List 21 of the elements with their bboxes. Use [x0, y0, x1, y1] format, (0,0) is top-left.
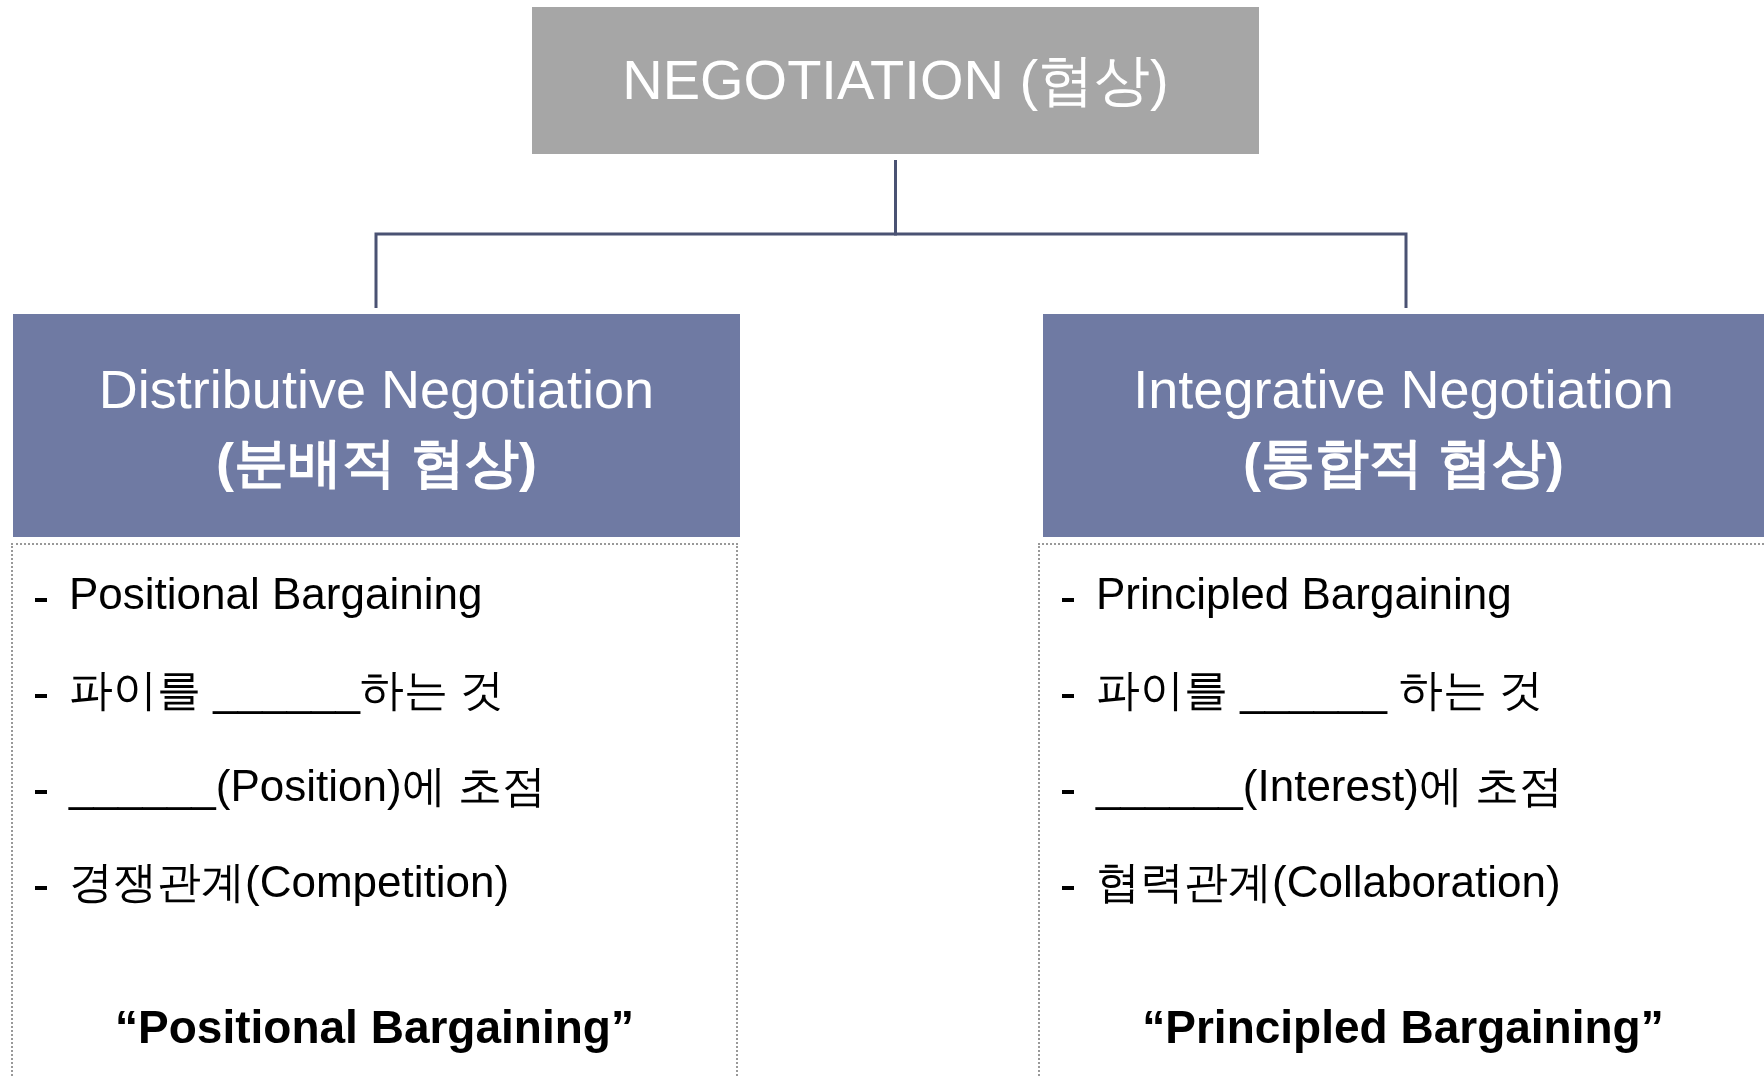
summary-text: “Positional Bargaining” [115, 1001, 634, 1053]
list-item: ______(Position)에 초점 [69, 762, 546, 811]
category-box [13, 314, 740, 537]
heading-text: Integrative Negotiation [1133, 357, 1674, 421]
list-item: 파이를 ______ 하는 것 [1096, 666, 1544, 715]
list-item: Positional Bargaining [69, 570, 483, 619]
heading-text: Distributive Negotiation [98, 357, 655, 421]
list-item: Principled Bargaining [1096, 570, 1512, 619]
connector-line [894, 160, 1408, 308]
list-item: ______(Interest)에 초점 [1096, 762, 1564, 811]
subheading-text: (통합적 협상) [1243, 430, 1564, 494]
title-box [532, 7, 1259, 154]
list-item: 파이를 ______하는 것 [69, 666, 505, 715]
list-item: 경쟁관계(Competition) [69, 858, 510, 907]
list-box [11, 543, 738, 1077]
list-item: 협력관계(Collaboration) [1096, 858, 1561, 907]
summary-text: “Principled Bargaining” [1142, 1001, 1664, 1053]
subheading-text: (분배적 협상) [216, 430, 537, 494]
list-box [1038, 543, 1764, 1077]
heading-text: NEGOTIATION (협상) [622, 46, 1169, 113]
category-box [1043, 314, 1764, 537]
